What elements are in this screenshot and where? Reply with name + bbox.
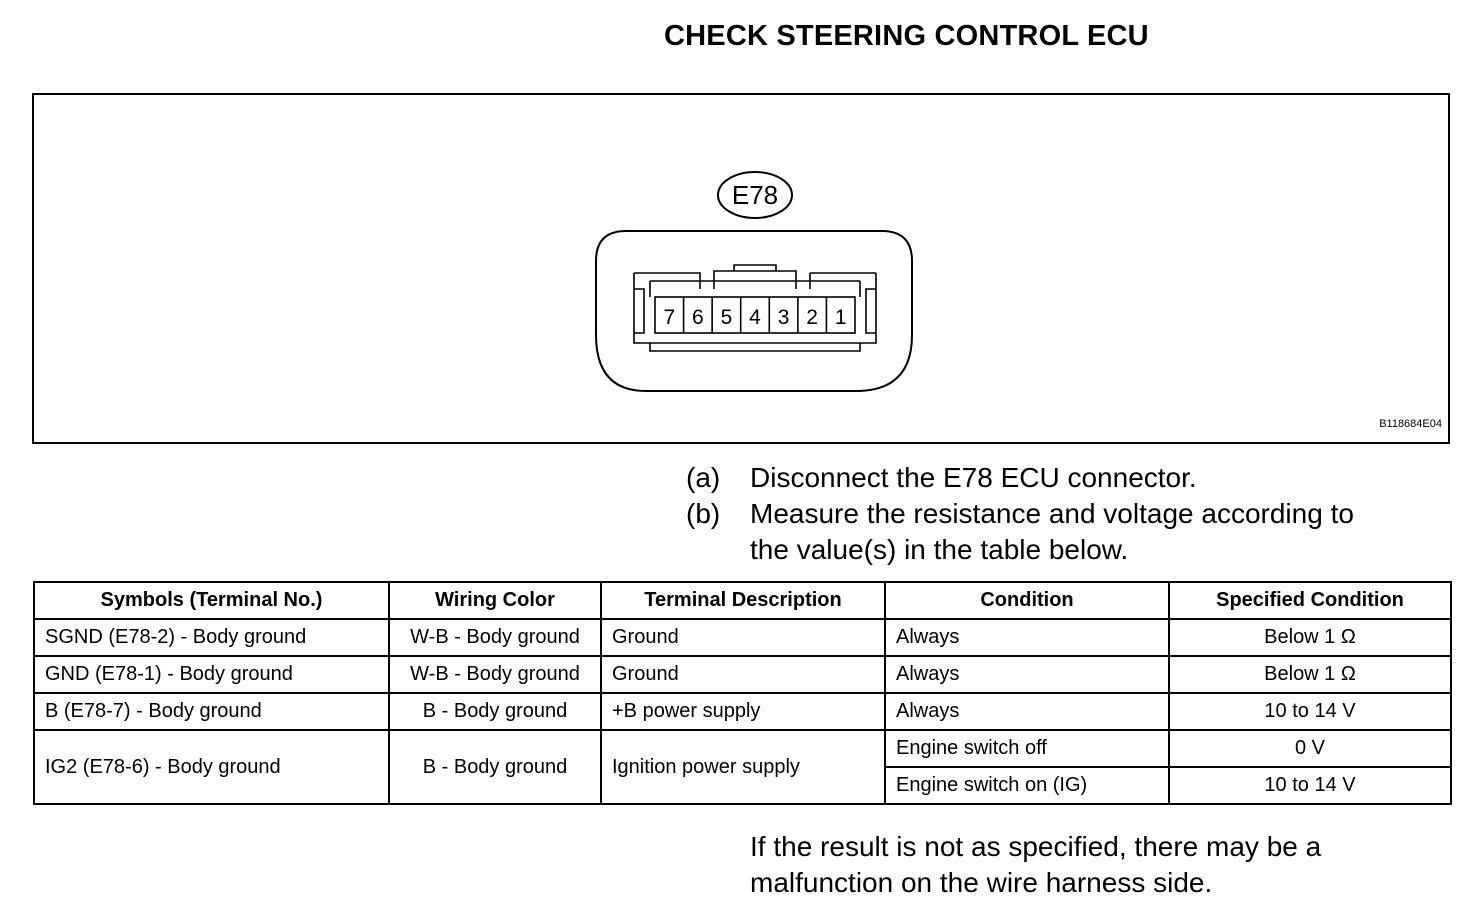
step-a: (a) Disconnect the E78 ECU connector. — [686, 460, 1354, 496]
column-header: Wiring Color — [388, 581, 602, 620]
terminal-7: 7 — [663, 306, 675, 329]
terminal-2: 2 — [806, 306, 818, 329]
symbol-cell: IG2 (E78-6) - Body ground — [33, 729, 390, 805]
figure-code: B118684E04 — [1379, 418, 1442, 430]
spec-cell: 10 to 14 V — [1168, 692, 1452, 731]
table-row: GND (E78-1) - Body ground W-B - Body gro… — [33, 655, 1452, 694]
step-b-continued: the value(s) in the table below. — [686, 532, 1354, 568]
note-line: malfunction on the wire harness side. — [750, 867, 1213, 898]
symbol-cell: B (E78-7) - Body ground — [33, 692, 390, 731]
wiring-cell: W-B - Body ground — [388, 655, 602, 694]
connector-inner-frame — [633, 264, 877, 352]
page-title: CHECK STEERING CONTROL ECU — [664, 20, 1149, 52]
condition-cell: Engine switch on (IG) — [884, 766, 1170, 805]
description-cell: Ground — [600, 618, 886, 657]
step-marker: (b) — [686, 498, 721, 529]
table-row: IG2 (E78-6) - Body ground B - Body groun… — [33, 729, 1452, 805]
condition-cell: Engine switch off — [884, 729, 1170, 768]
table-row: Engine switch on (IG) 10 to 14 V — [34, 766, 1452, 805]
description-cell: Ignition power supply — [600, 729, 886, 805]
connector-housing — [595, 230, 913, 392]
spec-cell: 0 V — [1168, 729, 1452, 768]
condition-cell: Always — [884, 655, 1170, 694]
terminal-1: 1 — [835, 306, 847, 329]
column-header: Condition — [884, 581, 1170, 620]
step-marker: (a) — [686, 462, 721, 493]
table-header-row: Symbols (Terminal No.) Wiring Color Term… — [33, 581, 1452, 620]
instruction-steps: (a) Disconnect the E78 ECU connector. (b… — [686, 460, 1354, 568]
wiring-cell: B - Body ground — [388, 729, 602, 805]
terminal-4: 4 — [749, 306, 761, 329]
column-header: Specified Condition — [1168, 581, 1452, 620]
result-note: If the result is not as specified, there… — [750, 829, 1321, 901]
spec-cell: 10 to 14 V — [1168, 766, 1452, 805]
inspection-table: Symbols (Terminal No.) Wiring Color Term… — [33, 581, 1452, 805]
note-line: If the result is not as specified, there… — [750, 831, 1322, 862]
step-b: (b) Measure the resistance and voltage a… — [686, 496, 1354, 532]
step-text: Disconnect the E78 ECU connector. — [750, 462, 1197, 493]
terminal-5: 5 — [721, 306, 733, 329]
condition-cell: Always — [884, 618, 1170, 657]
symbol-cell: SGND (E78-2) - Body ground — [33, 618, 390, 657]
description-cell: Ground — [600, 655, 886, 694]
connector-label-outline — [717, 171, 793, 219]
spec-cell: Below 1 Ω — [1168, 655, 1452, 694]
wiring-cell: W-B - Body ground — [388, 618, 602, 657]
symbol-cell: GND (E78-1) - Body ground — [33, 655, 390, 694]
column-header: Symbols (Terminal No.) — [33, 581, 390, 620]
table-row: B (E78-7) - Body ground B - Body ground … — [33, 692, 1452, 731]
connector-label: E78 — [732, 180, 778, 210]
spec-cell: Below 1 Ω — [1168, 618, 1452, 657]
wiring-cell: B - Body ground — [388, 692, 602, 731]
table-row: SGND (E78-2) - Body ground W-B - Body gr… — [33, 618, 1452, 657]
column-header: Terminal Description — [600, 581, 886, 620]
step-text: Measure the resistance and voltage accor… — [750, 498, 1354, 529]
description-cell: +B power supply — [600, 692, 886, 731]
condition-cell: Always — [884, 692, 1170, 731]
terminal-6: 6 — [692, 306, 704, 329]
step-text: the value(s) in the table below. — [750, 534, 1129, 565]
terminal-3: 3 — [778, 306, 790, 329]
